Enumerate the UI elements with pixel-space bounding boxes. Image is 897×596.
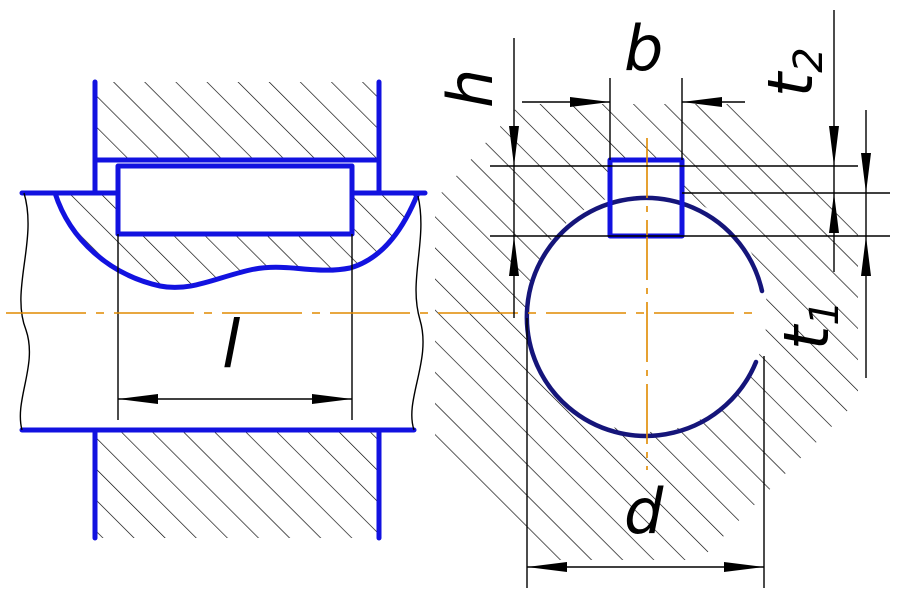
cross-section-view	[6, 10, 890, 588]
shaft-break-right	[411, 195, 424, 431]
shaft-break-left	[19, 192, 31, 431]
shaft-circle	[524, 195, 765, 439]
label-h: h	[434, 69, 507, 108]
h-arrow-bottom	[509, 236, 519, 276]
label-t1: t1	[770, 300, 848, 350]
key-body	[115, 163, 355, 237]
t1-arrow-top	[861, 153, 871, 193]
hub-cross-section	[435, 104, 858, 560]
t2-arrow-bottom	[829, 193, 839, 233]
hub-lower-section	[95, 430, 379, 538]
longitudinal-section-view	[19, 79, 428, 541]
label-l: l	[222, 306, 241, 383]
dimension-labels: h b t2 t1 l d	[222, 12, 848, 548]
label-b: b	[624, 12, 663, 85]
t2-arrow-top	[829, 126, 839, 166]
label-t2: t2	[754, 47, 832, 97]
h-arrow-top	[509, 126, 519, 166]
label-d: d	[624, 475, 664, 548]
t1-arrow-bottom	[861, 236, 871, 276]
hub-upper-section	[95, 82, 379, 160]
shaft-local-section	[52, 190, 421, 290]
